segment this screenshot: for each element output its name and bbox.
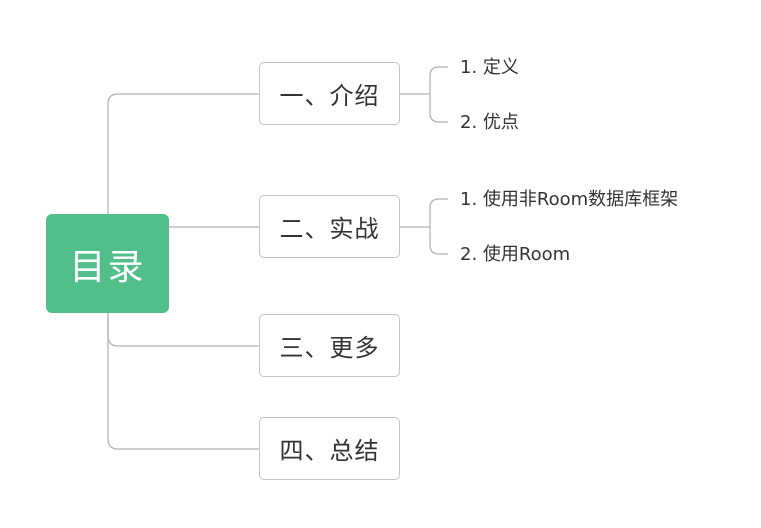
connector-root-topic-3 (107, 313, 259, 450)
connector-topic-0-sub-1 (429, 94, 448, 123)
topic-node-more[interactable]: 三、更多 (259, 314, 400, 377)
subtopic-advantages[interactable]: 2. 优点 (460, 112, 519, 133)
topic-node-label: 二、实战 (279, 215, 380, 243)
topic-node-label: 三、更多 (279, 334, 380, 362)
connector-root-topic-2 (107, 313, 259, 347)
connector-root-spine (107, 93, 259, 214)
connector-topic-0-sub-0 (429, 66, 448, 94)
subtopic-use-room[interactable]: 2. 使用Room (460, 244, 571, 265)
root-node-label: 目录 (69, 246, 146, 288)
subtopic-definition[interactable]: 1. 定义 (460, 57, 519, 78)
connector-topic-1-sub-0 (429, 198, 448, 227)
connector-topic-1-sub-1 (429, 227, 448, 255)
topic-node-practice[interactable]: 二、实战 (259, 195, 400, 258)
topic-node-label: 四、总结 (279, 437, 380, 465)
topic-node-label: 一、介绍 (279, 82, 380, 110)
topic-node-introduction[interactable]: 一、介绍 (259, 62, 400, 125)
topic-node-summary[interactable]: 四、总结 (259, 417, 400, 480)
root-node[interactable]: 目录 (46, 214, 169, 313)
subtopic-non-room-framework[interactable]: 1. 使用非Room数据库框架 (460, 189, 679, 210)
